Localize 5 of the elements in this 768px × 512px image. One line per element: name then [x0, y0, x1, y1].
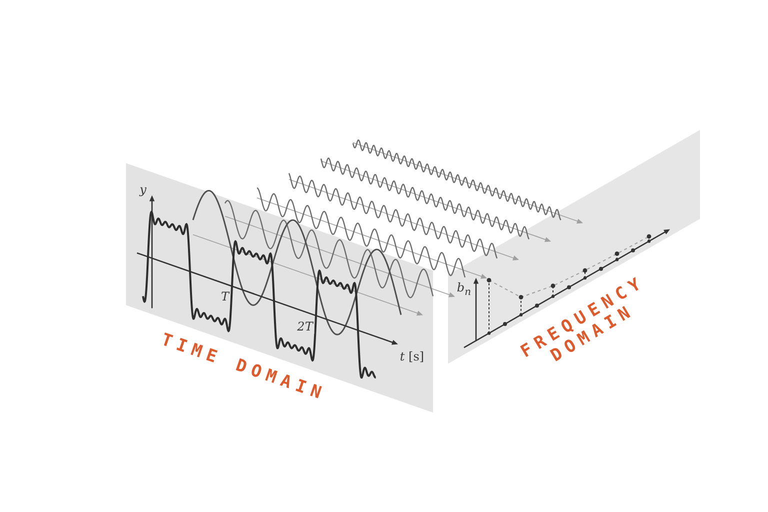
axis-label: y [140, 184, 146, 196]
axis-label: t [s] [400, 350, 424, 364]
tick-label: T [220, 290, 230, 304]
axis-label: b$_{n}$ [456, 282, 472, 298]
tick-label: 2T [296, 320, 314, 334]
